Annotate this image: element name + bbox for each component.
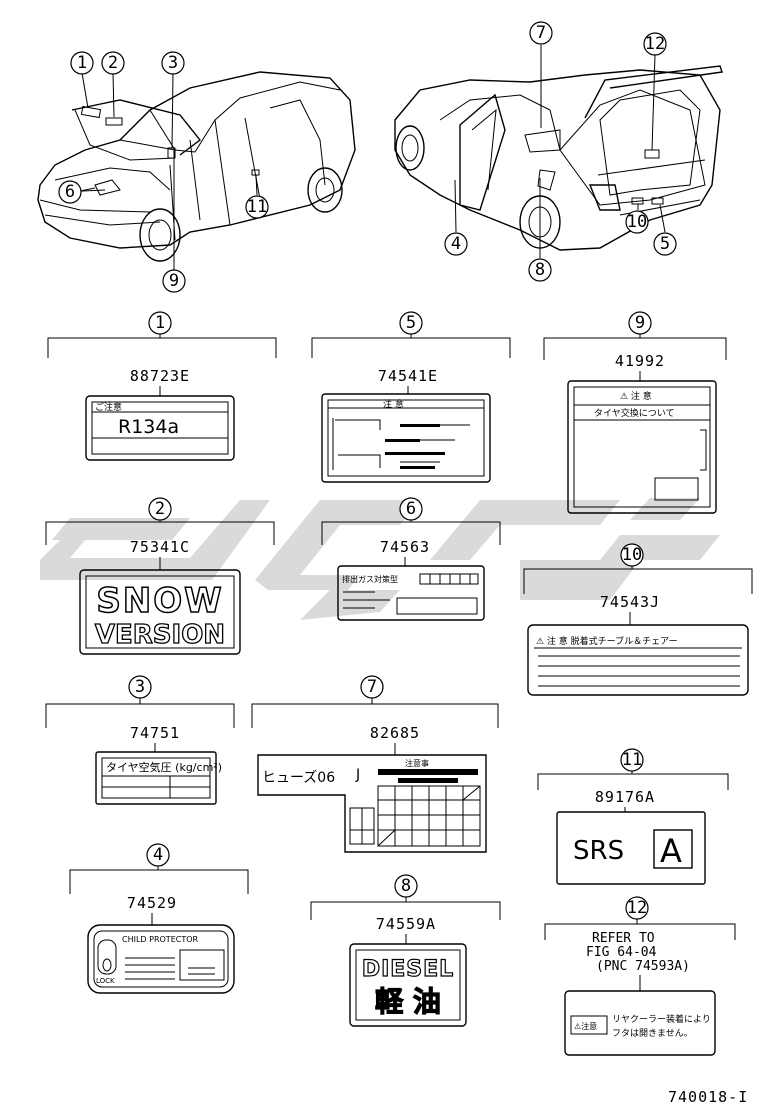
svg-text:1: 1 [155,313,165,333]
part-4-code: 74529 [127,894,177,912]
label-snow-version [79,569,241,655]
ref-line-1: REFER TO [592,931,655,946]
part-3-group: 3 74751 タイヤ空気圧 (kg/cm²) [45,675,235,805]
svg-text:注意事: 注意事 [405,758,429,768]
svg-text:10: 10 [622,545,642,565]
svg-text:軽 油: 軽 油 [375,985,441,1018]
label-tire-change [567,380,717,514]
callout-8: 8 [535,260,545,280]
part-7-group: 7 82685 ヒューズ06 J 注意事 [251,675,499,853]
svg-text:注 意: 注 意 [383,398,404,410]
svg-text:リヤクーラー装着により: リヤクーラー装着により [612,1013,711,1025]
svg-text:タイヤ空気圧 (kg/cm²): タイヤ空気圧 (kg/cm²) [106,760,222,774]
svg-text:12: 12 [627,898,647,918]
label-emission [337,565,485,621]
callout-11: 11 [247,197,267,217]
svg-text:VERSION: VERSION [95,620,225,650]
callout-6: 6 [65,182,75,202]
callout-7: 7 [536,23,546,43]
callout-9: 9 [169,271,179,291]
part-6-code: 74563 [380,538,430,556]
part-1-group: 1 88723E ご注意 R134a [47,311,277,461]
svg-text:⚠ 注 意 脱着式チーブル＆チェアー: ⚠ 注 意 脱着式チーブル＆チェアー [536,635,678,647]
label-caution-5 [321,393,491,483]
label-child-protector [87,924,235,994]
svg-text:J: J [355,767,360,783]
car-rear-view [394,45,723,258]
part-12-group: 12 REFER TO FIG 64-04 (PNC 74593A) ⚠注意 リ… [544,896,736,1056]
figure-id: 740018-I [668,1088,748,1106]
svg-text:ヒューズ06: ヒューズ06 [262,770,335,786]
svg-text:SNOW: SNOW [96,581,223,621]
part-6-group: 6 74563 排出ガス対策型 [321,497,501,621]
callout-1: 1 [77,53,87,73]
label-removable-table [527,624,749,696]
label-rear-cooler [564,990,716,1056]
part-9-group: 9 41992 ⚠ 注 意 タイヤ交換について [543,311,727,514]
label-diesel [349,943,467,1027]
part-3-code: 74751 [130,724,180,742]
svg-text:3: 3 [135,677,145,697]
part-5-group: 5 74541E 注 意 [311,311,511,483]
label-fuse [257,754,487,853]
svg-text:9: 9 [635,313,645,333]
part-1-code: 88723E [130,367,190,385]
label-tire-pressure [95,751,217,805]
callout-10: 10 [627,212,647,232]
svg-text:R134a: R134a [118,416,179,438]
svg-text:4: 4 [153,845,163,865]
svg-text:排出ガス対策型: 排出ガス対策型 [342,574,398,584]
label-r134a [85,395,235,461]
part-4-group: 4 74529 CHILD PROTECTOR LOCK [69,843,249,994]
part-8-code: 74559A [376,915,436,933]
label-srs [556,811,706,885]
top-callouts: 1 2 3 6 9 11 7 12 4 8 10 5 [58,21,677,293]
callout-4: 4 [451,234,461,254]
svg-text:ご注意: ご注意 [95,401,122,413]
part-5-code: 74541E [378,367,438,385]
svg-text:⚠注意: ⚠注意 [574,1021,597,1031]
svg-text:5: 5 [406,313,416,333]
callout-2: 2 [108,53,118,73]
ref-line-2: FIG 64-04 [586,945,657,960]
callout-3: 3 [168,53,178,73]
callout-12: 12 [645,34,665,54]
svg-text:⚠ 注 意: ⚠ 注 意 [620,390,652,402]
svg-text:11: 11 [622,750,642,770]
part-7-code: 82685 [370,724,420,742]
svg-text:DIESEL: DIESEL [362,957,454,982]
svg-text:SRS: SRS [573,836,624,866]
callout-5: 5 [660,234,670,254]
svg-text:タイヤ交換について: タイヤ交換について [594,407,674,419]
svg-text:2: 2 [155,499,165,519]
part-2-group: 2 75341C SNOW VERSION [45,497,275,655]
part-11-group: 11 89176A SRS A [537,748,729,885]
svg-text:CHILD PROTECTOR: CHILD PROTECTOR [122,935,199,944]
part-9-code: 41992 [615,352,665,370]
part-8-group: 8 74559A DIESEL 軽 油 [310,874,501,1027]
car-front-view [37,71,356,270]
svg-text:A: A [660,832,682,870]
part-10-group: 10 74543J ⚠ 注 意 脱着式チーブル＆チェアー [523,543,753,696]
part-11-code: 89176A [595,788,655,806]
svg-text:6: 6 [406,499,416,519]
ref-line-3: (PNC 74593A) [596,959,690,974]
part-2-code: 75341C [130,538,190,556]
part-10-code: 74543J [600,593,660,611]
svg-text:8: 8 [401,876,411,896]
svg-text:LOCK: LOCK [96,977,115,985]
svg-text:7: 7 [367,677,377,697]
svg-text:フタは開きません。: フタは開きません。 [612,1028,693,1039]
